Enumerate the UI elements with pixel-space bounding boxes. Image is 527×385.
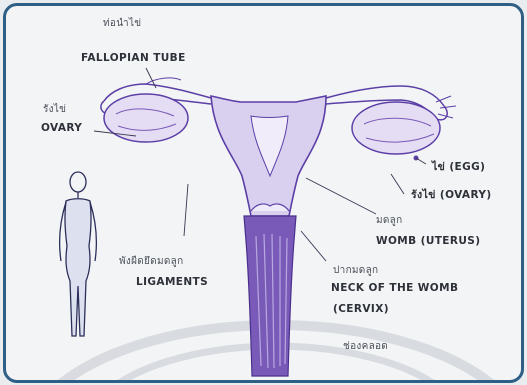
cervix-label: (CERVIX) xyxy=(333,303,389,315)
ovary-left-thai-label: รังไข่ xyxy=(43,102,66,117)
left-ovary xyxy=(104,94,188,142)
uterus xyxy=(211,96,326,216)
ovary-right-label: รังไข่ (OVARY) xyxy=(411,186,492,203)
right-ovary xyxy=(352,102,440,154)
womb-thai-label: มดลูก xyxy=(376,213,402,228)
diagram-frame: ท่อนำไข่ FALLOPIAN TUBE รังไข่ OVARY ไข่… xyxy=(3,3,524,383)
ligaments-thai-label: พังผืดยึดมดลูก xyxy=(119,254,183,269)
human-figure xyxy=(60,172,97,336)
womb-label: WOMB (UTERUS) xyxy=(376,235,480,247)
vagina-thai-label: ช่องคลอด xyxy=(343,339,388,354)
fallopian-tube-thai-label: ท่อนำไข่ xyxy=(103,16,141,31)
egg-label: ไข่ (EGG) xyxy=(432,158,485,175)
ovary-left-label: OVARY xyxy=(41,122,82,134)
ligaments-label: LIGAMENTS xyxy=(136,276,208,288)
neck-of-womb-thai-label: ปากมดลูก xyxy=(333,263,378,278)
cervix-vagina xyxy=(244,204,296,376)
neck-of-womb-label: NECK OF THE WOMB xyxy=(331,282,458,294)
fallopian-tube-label: FALLOPIAN TUBE xyxy=(81,52,186,64)
